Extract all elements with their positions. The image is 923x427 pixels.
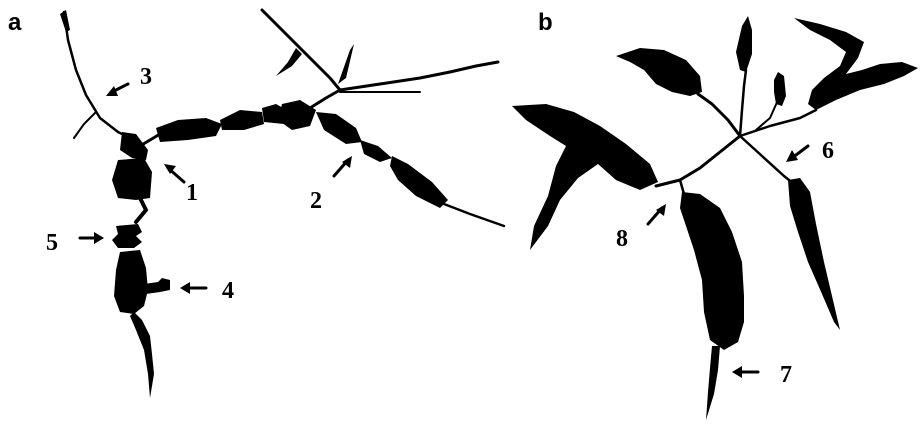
- right-swelling-3: [390, 156, 448, 208]
- right-swelling-1: [316, 112, 362, 144]
- branch-upper-left: [62, 10, 132, 140]
- label-4: 4: [222, 278, 234, 304]
- arrow-4: [180, 282, 208, 294]
- b-stem-to-lowright: [738, 134, 796, 186]
- b-stem-to-top: [738, 68, 748, 138]
- swelling-upper: [112, 158, 152, 200]
- label-8: 8: [616, 226, 628, 252]
- branch-tip-upper-left: [60, 10, 70, 32]
- b-leaf-central-tail: [706, 346, 720, 420]
- swelling-rippled: [112, 224, 142, 248]
- b-leaf-left: [512, 104, 658, 250]
- b-bud-small: [774, 72, 786, 106]
- arrow-2: [332, 156, 352, 178]
- right-swelling-2: [360, 140, 392, 162]
- arrow-1: [164, 164, 186, 184]
- b-leaf-central: [680, 192, 744, 350]
- junction-body-left: [120, 132, 148, 160]
- fork-leaf-left: [276, 48, 302, 76]
- b-leaf-lower-right: [788, 178, 840, 330]
- chain-swelling-2: [220, 110, 264, 130]
- arrow-5: [78, 232, 104, 244]
- swelling-lower: [114, 250, 148, 314]
- bud-structure-4: [144, 278, 170, 294]
- label-1: 1: [186, 180, 198, 206]
- fork-stem: [308, 88, 342, 110]
- b-stem-to-upper: [696, 92, 742, 138]
- b-leaf-upper: [616, 48, 702, 96]
- fork-branch-up: [260, 8, 342, 92]
- b-stem-main: [654, 134, 742, 188]
- trunk-segment-1: [134, 196, 148, 224]
- chain-swelling-1: [156, 118, 222, 142]
- fork-spur: [338, 44, 354, 84]
- arrow-7: [732, 366, 760, 378]
- label-3: 3: [140, 64, 152, 90]
- label-2: 2: [310, 188, 322, 214]
- b-leaf-upper-right: [794, 18, 918, 110]
- panel-letter-b: b: [538, 9, 553, 36]
- panel-b: b: [512, 9, 918, 420]
- fork-branch-right: [338, 60, 500, 92]
- twig-left: [73, 111, 97, 139]
- chain-swelling-4: [278, 100, 316, 130]
- b-stem-to-right: [738, 108, 818, 138]
- arrow-3: [106, 82, 130, 96]
- right-tail: [442, 202, 506, 228]
- panel-a: a: [8, 8, 506, 398]
- b-stem-to-mid: [755, 99, 779, 131]
- b-leaf-top: [736, 16, 752, 72]
- arrow-6: [786, 144, 810, 162]
- label-6: 6: [822, 138, 834, 164]
- chain-connector: [138, 132, 162, 148]
- trunk-tail: [130, 312, 154, 398]
- panel-letter-a: a: [8, 9, 22, 36]
- label-7: 7: [780, 362, 792, 388]
- arrow-8: [646, 204, 666, 226]
- b-stem-to-bottom: [678, 178, 686, 196]
- label-5: 5: [46, 230, 58, 256]
